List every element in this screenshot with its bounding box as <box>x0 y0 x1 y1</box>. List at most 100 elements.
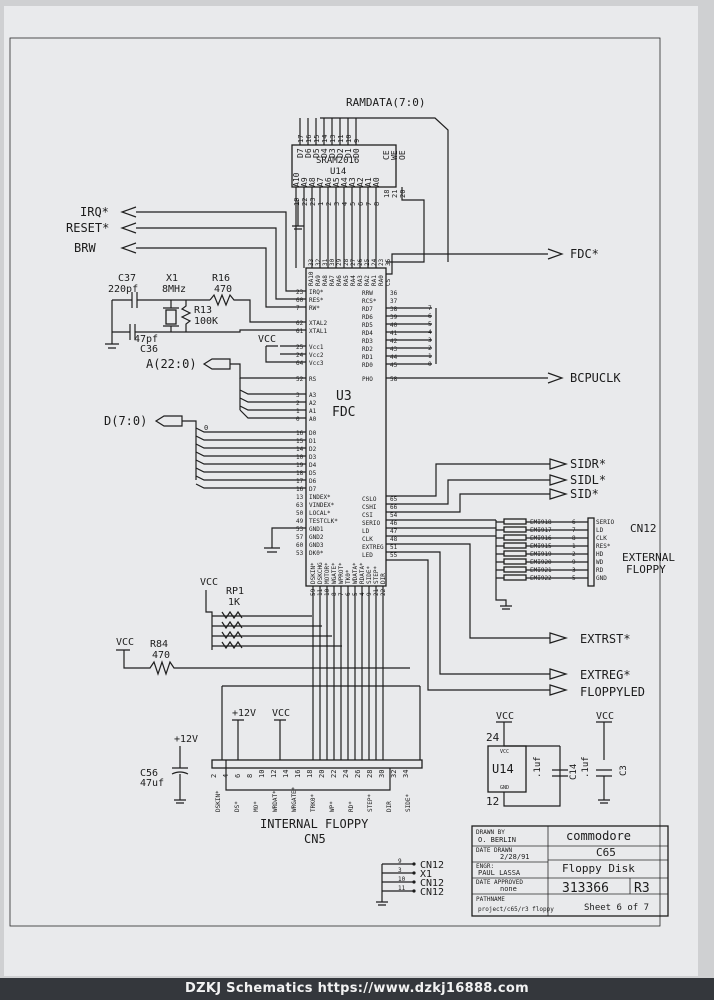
cn12-gnd <box>495 520 512 610</box>
cn12-pin-num: 5 <box>572 575 576 582</box>
spare-pin-label: CN12 <box>420 878 444 889</box>
tb-rev: R3 <box>634 881 650 896</box>
fdc-right-pin-label: RRW <box>362 290 373 297</box>
fdc-right-pin-num: 66 <box>390 504 398 511</box>
cn5-bus-frame <box>221 685 421 760</box>
fdc-right-pin-label: RCS* <box>362 298 377 305</box>
sram-ctrl-num: 18 <box>383 190 391 198</box>
fdc-left-pin-label: Vcc3 <box>309 360 324 367</box>
fdc-cs-arrow <box>547 248 564 260</box>
sram-data-num: 14 <box>321 135 329 143</box>
sram-addr-num: 1 <box>317 202 325 206</box>
fdc-right-pin-num: 47 <box>390 528 398 535</box>
fdc-top-pin-label: RA2 <box>364 275 371 286</box>
fdc-left-pin-label: D7 <box>309 486 317 493</box>
fdc-left-pin-label: TESTCLK* <box>309 518 338 525</box>
tb-company: commodore <box>566 829 631 843</box>
cn5-pin-num: 30 <box>378 770 386 778</box>
fdc-left-pin-label: D6 <box>309 478 317 485</box>
watermark-footer: DZKJ Schematics https://www.dzkj16888.co… <box>0 978 714 1000</box>
tb-title: Floppy Disk <box>562 862 635 875</box>
fdc-top-pin-num: 33 <box>308 258 315 266</box>
u14-gnd-l: GND <box>500 785 509 791</box>
sram-data-num: 15 <box>313 135 321 143</box>
u14-power-ref: U14 <box>492 762 514 776</box>
d-bus-entry <box>195 483 306 489</box>
cn5-pin-num: 22 <box>330 770 338 778</box>
fdc-top-pin-num: 26 <box>357 258 364 266</box>
spare-pin-num: 11 <box>398 885 406 892</box>
irq-arrow <box>120 206 137 218</box>
cn12-ferrite <box>503 574 527 581</box>
fdc-right-pin-num: 43 <box>390 346 398 353</box>
fdc-top-pin-label: RA3 <box>357 275 364 286</box>
sram-ctrl-num: 21 <box>391 190 399 198</box>
r84-symbol <box>116 649 410 676</box>
sram-ctrl-pin: CE <box>382 150 391 160</box>
fdc-left-pin-label: A3 <box>309 392 317 399</box>
fdc-top-pins: RA1033RA932RA831RA730RA629RA528RA427RA32… <box>308 258 392 286</box>
d-bus-port <box>154 415 183 427</box>
c3-val: .1uf <box>581 756 591 778</box>
rp1-network <box>205 590 248 650</box>
brw-wire <box>136 247 306 308</box>
fdc-left-pin-label: DK0* <box>309 550 324 557</box>
sram-addr-pin: A1 <box>364 177 373 187</box>
c37-ref: C37 <box>118 273 136 284</box>
cn12-pin-label: HD <box>596 551 604 558</box>
fdc-left-pin-num: 63 <box>296 502 304 509</box>
sram-data-pin: D6 <box>304 148 313 158</box>
fdc-left-pin-num: 16 <box>296 430 304 437</box>
fdc-left-pin-label: D3 <box>309 454 317 461</box>
spare-pin-dot <box>412 871 416 875</box>
c56-12v: +12V <box>174 734 198 745</box>
fdc-right-pin-label: RD3 <box>362 338 373 345</box>
fdc-left-pin-label: RES* <box>309 297 324 304</box>
fdc-right-pin-num: 54 <box>390 512 398 519</box>
sram-pins: D717D616D515D414D313D211D110D09CE18WE21O… <box>292 118 425 268</box>
c36-ref: C36 <box>140 344 158 355</box>
tb-approved: none <box>500 885 517 893</box>
extrst-wire <box>469 632 550 639</box>
cn5-pin-num: 8 <box>246 774 254 778</box>
r16-ref: R16 <box>212 273 230 284</box>
sram-ctrl-pin: OE <box>398 150 407 160</box>
fdc-right-pin-label: EXTREG <box>362 544 384 551</box>
sram-addr-num: 23 <box>309 198 317 206</box>
spare-pin-num: 10 <box>398 876 406 883</box>
cn12-em-label: EMI916 <box>530 535 552 542</box>
cn5-pin-num: 28 <box>366 770 374 778</box>
title-block <box>471 825 669 917</box>
fdc-left-pin-label: A1 <box>309 408 317 415</box>
irq-label: IRQ* <box>80 205 109 219</box>
x1-ref: X1 <box>166 273 178 284</box>
fdc-left-pin-label: D0 <box>309 430 317 437</box>
sram-addr-pin: A8 <box>308 177 317 187</box>
sram-addr-num: 8 <box>373 202 381 206</box>
spare-pin-num: 9 <box>398 858 402 865</box>
tb-approved-l: DATE APPROVED <box>476 879 523 886</box>
c56-val: 47uf <box>140 778 164 789</box>
fdc-right-pin-num: 58 <box>390 376 398 383</box>
fdc-top-pin-label: RA5 <box>343 275 350 286</box>
cn5-pin-num: 20 <box>318 770 326 778</box>
c3-symbol <box>596 769 612 804</box>
fdc-left-pin-num: 1 <box>296 408 300 415</box>
d-bus-entry <box>195 459 306 465</box>
sidr-label: SIDR* <box>570 457 606 471</box>
rd-bus-num: 3 <box>428 337 432 344</box>
fdc-right-pin-num: 37 <box>390 298 398 305</box>
c14-symbol <box>503 742 568 807</box>
fdc-ref: U3 <box>336 389 352 404</box>
fdc-right-pin-num: 40 <box>390 322 398 329</box>
sram-addr-num: 6 <box>357 202 365 206</box>
sram-data-pin: D1 <box>344 148 353 158</box>
sram-addr-pin: A10 <box>292 172 301 187</box>
fdc-left-pin-label: D1 <box>309 438 317 445</box>
cn12-pin-label: RES* <box>596 543 611 550</box>
x1-plates <box>163 300 179 332</box>
fdc-left-pin-label: A2 <box>309 400 317 407</box>
fdc-right-pin-label: PHO <box>362 376 373 383</box>
